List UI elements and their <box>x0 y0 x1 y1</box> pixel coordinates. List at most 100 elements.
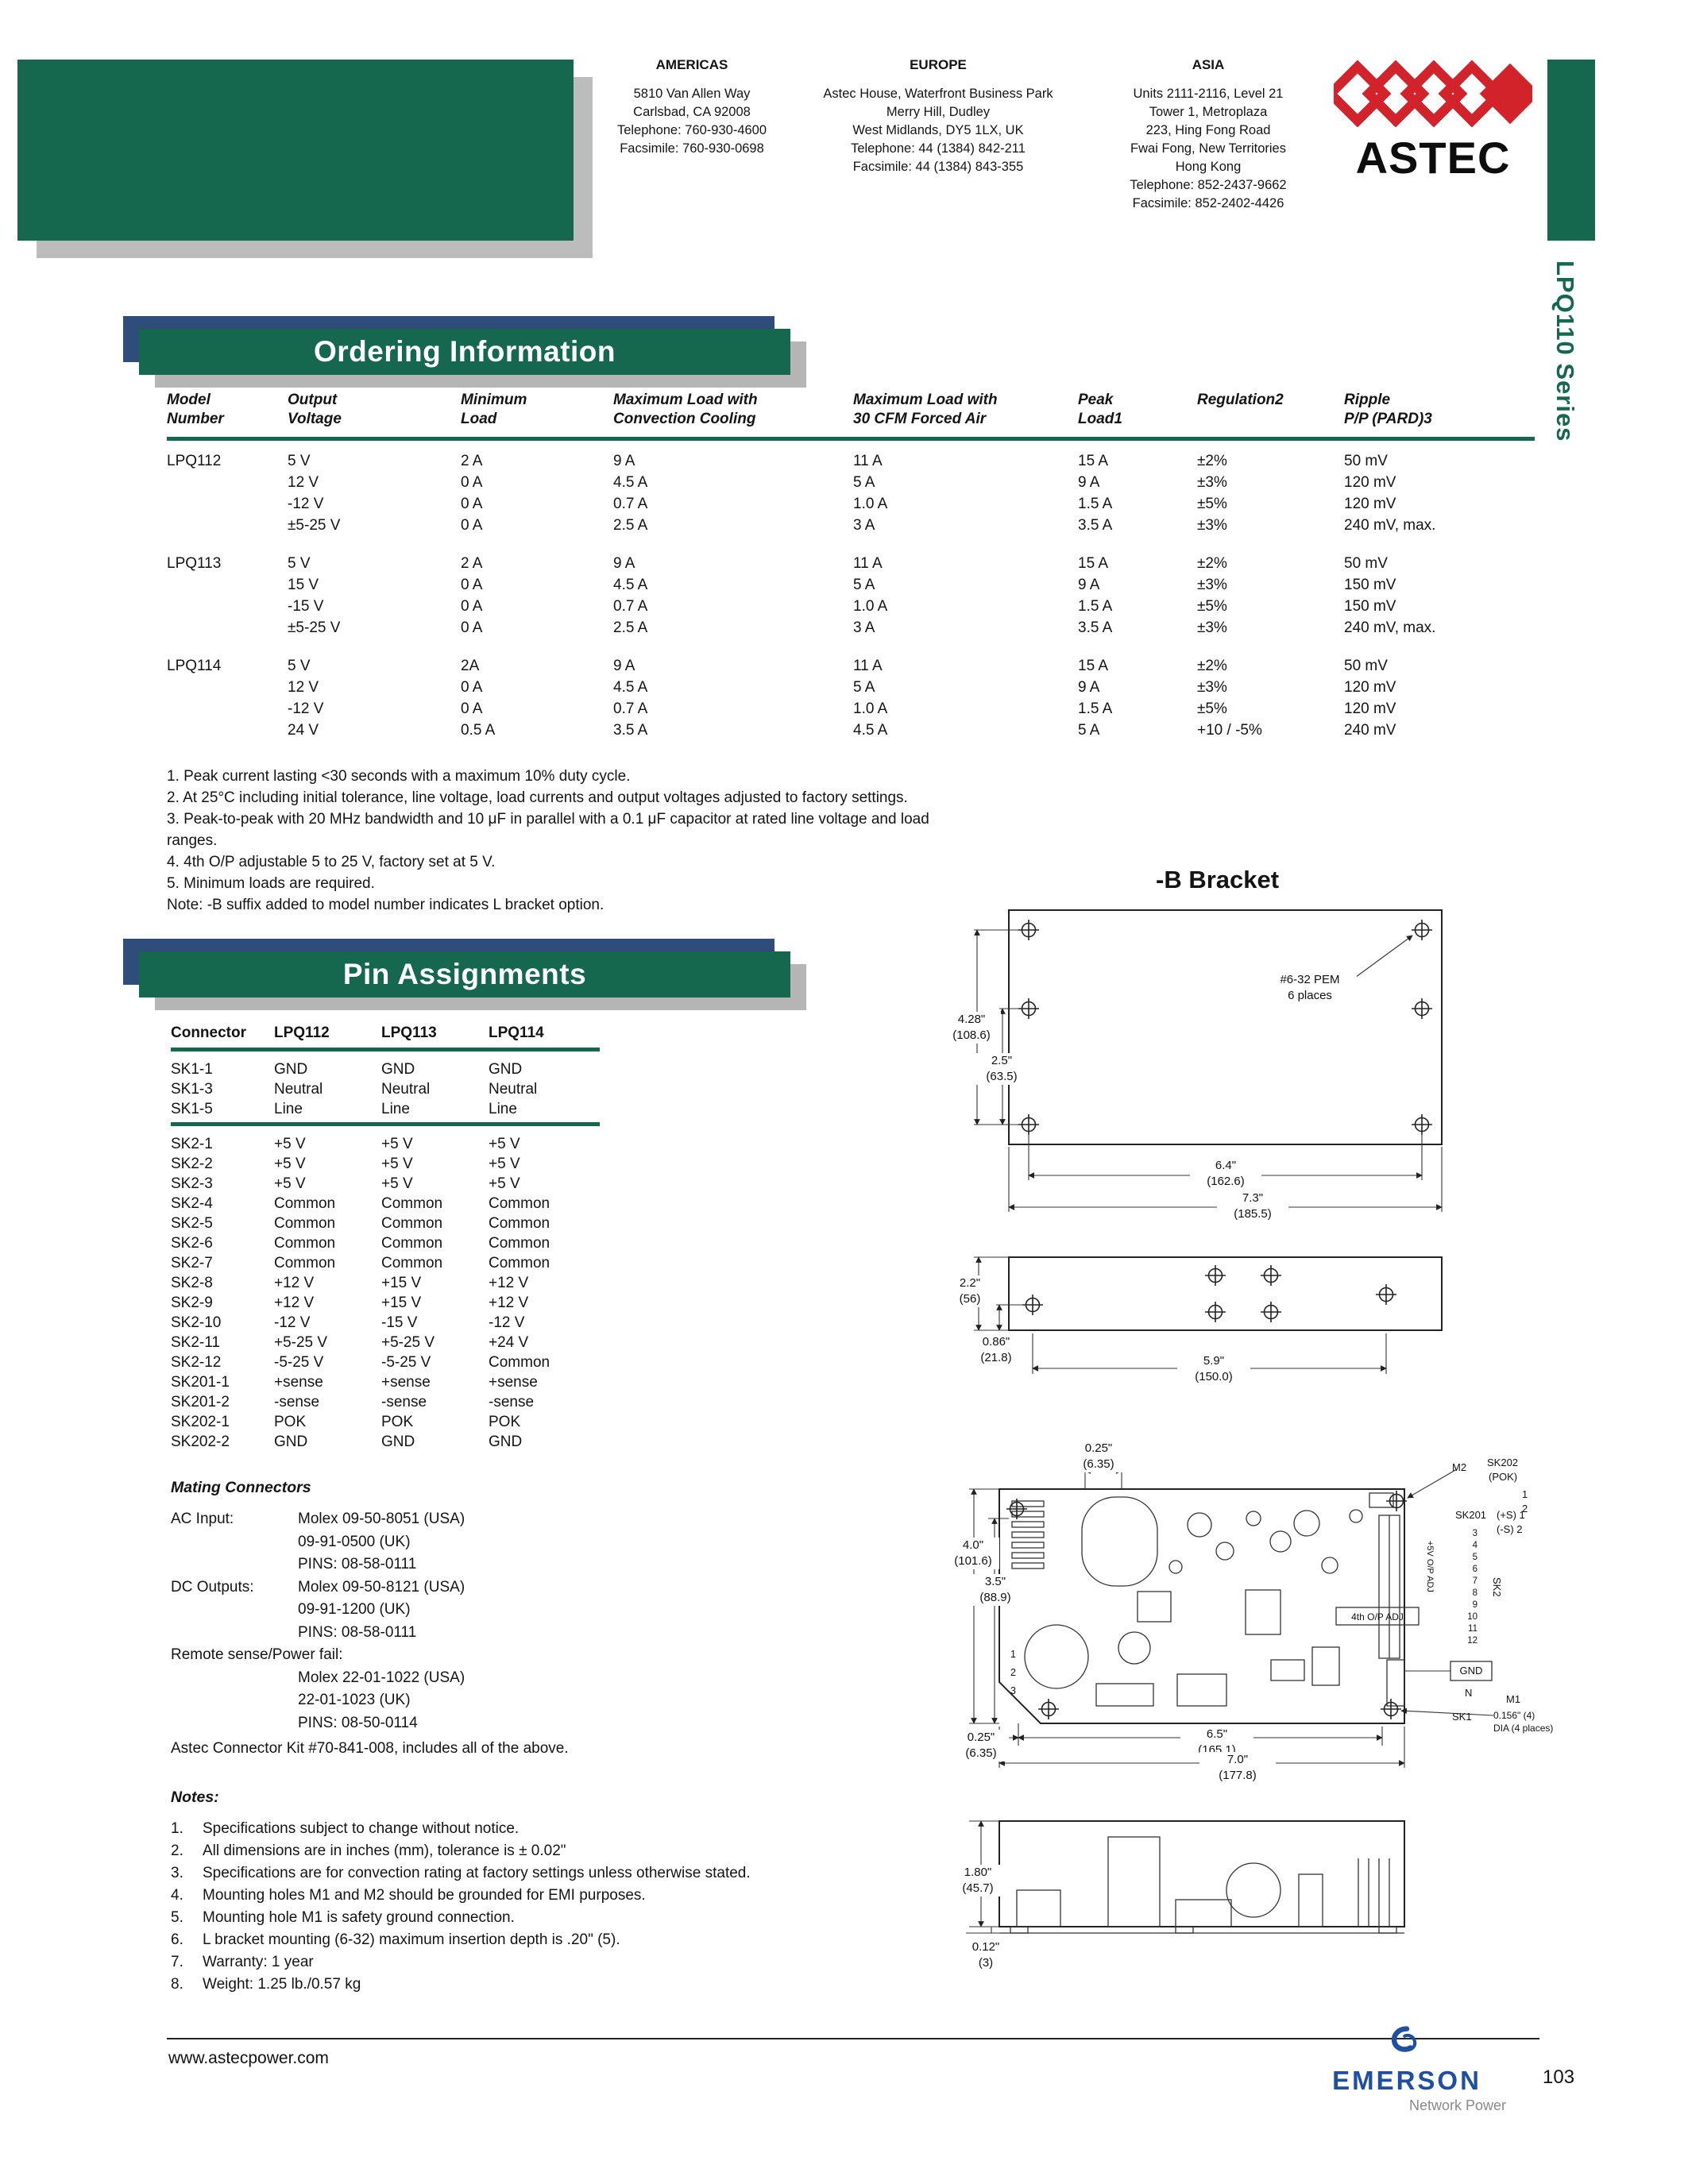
ordering-cell: 50 mV <box>1344 555 1388 572</box>
ordering-cell: 0 A <box>461 496 483 512</box>
pin-value: GND <box>489 1433 523 1450</box>
pin-connector: SK1-1 <box>171 1061 213 1078</box>
model-number: LPQ113 <box>167 555 222 572</box>
pin-value: GND <box>381 1061 415 1078</box>
ordering-cell: ±3% <box>1197 679 1227 696</box>
sk202-pin-number: 1 <box>1522 1488 1528 1500</box>
emerson-tagline: Network Power <box>1408 2097 1506 2113</box>
ordering-cell: 3.5 A <box>1078 619 1113 636</box>
ordering-cell: 11 A <box>853 555 883 572</box>
pin-connector: SK2-4 <box>171 1195 213 1212</box>
pin-value: Common <box>274 1215 336 1232</box>
footnote-note: Note: -B suffix added to model number in… <box>167 897 605 913</box>
screw-hole-icon <box>1018 919 1040 941</box>
pin-value: Neutral <box>274 1081 323 1098</box>
office-line: Tower 1, Metroplaza <box>1149 105 1268 119</box>
ordering-cell: 15 A <box>1078 555 1109 572</box>
mating-rows: AC Input:Molex 09-50-8051 (USA)09-91-050… <box>171 1508 774 1734</box>
dim-pcb-hole-height: 3.5" (88.9) <box>969 1574 1022 1606</box>
note-number: 8. <box>171 1976 183 1993</box>
dim-pcb-overall-width: 7.0" (177.8) <box>1199 1752 1276 1784</box>
pin-value: +5 V <box>381 1136 413 1152</box>
office-line: Facsimile: 44 (1384) 843-355 <box>852 160 1024 174</box>
model-number <box>167 574 288 596</box>
screw-hole-icon <box>1018 997 1040 1020</box>
pin-value: +5 V <box>381 1156 413 1172</box>
m2-label: M2 <box>1452 1461 1467 1473</box>
footer-rule <box>167 2038 1539 2039</box>
office-line: Facsimile: 760-930-0698 <box>620 141 764 156</box>
note-row: 8.Weight: 1.25 lb./0.57 kg <box>171 1974 886 1996</box>
note-row: 6.L bracket mounting (6-32) maximum inse… <box>171 1929 886 1951</box>
sk2-pin-number: 10 <box>1467 1612 1477 1622</box>
ordering-cell: 15 A <box>1078 453 1109 469</box>
mating-row: AC Input:Molex 09-50-8051 (USA) <box>171 1508 774 1531</box>
office-line: Units 2111-2116, Level 21 <box>1133 87 1284 101</box>
ordering-cell: 120 mV <box>1344 474 1396 491</box>
mating-row: Remote sense/Power fail: <box>171 1644 774 1667</box>
model-number <box>167 493 288 515</box>
bracket-side-view-svg <box>974 1256 1443 1374</box>
green-rule <box>167 437 1535 441</box>
pin-value: -sense <box>274 1394 320 1410</box>
screw-hole-icon <box>1260 1301 1282 1323</box>
note-text: Mounting holes M1 and M2 should be groun… <box>203 1887 646 1904</box>
sk2-pin-number: 9 <box>1472 1600 1477 1610</box>
ordering-cell: -12 V <box>288 700 324 717</box>
sk2-pin-number: 12 <box>1467 1636 1477 1646</box>
pin-value: Common <box>489 1215 550 1232</box>
ordering-cell: 9 A <box>1078 474 1100 491</box>
ordering-cell: 5 A <box>853 474 875 491</box>
adj5-label: +5V O/P ADJ <box>1425 1541 1435 1592</box>
pin-value: +15 V <box>381 1295 422 1311</box>
pin-row: SK2-8+12 V+15 V+12 V <box>171 1273 616 1293</box>
ordering-cell: ±5% <box>1197 598 1227 615</box>
pin-value: +12 V <box>274 1275 315 1291</box>
ordering-cell: -12 V <box>288 496 324 512</box>
model-number <box>167 472 288 493</box>
website-link[interactable]: www.astecpower.com <box>168 2049 329 2067</box>
screw-hole-icon <box>1380 1698 1402 1720</box>
ordering-title: Ordering Information <box>314 335 616 368</box>
model-number: LPQ112 <box>167 453 222 469</box>
drawing-bracket-side-view: 2.2" (56) 0.86" (21.8) 5.9" (150.0) <box>937 1237 1477 1408</box>
pin-value: +sense <box>489 1374 538 1391</box>
ordering-cell: 5 V <box>288 453 311 469</box>
ordering-cell: 5 V <box>288 658 311 674</box>
ordering-cell: 4.5 A <box>613 679 648 696</box>
ordering-cell: 15 A <box>1078 658 1109 674</box>
sk2-pin-number: 5 <box>1472 1553 1477 1562</box>
pin-connector: SK2-6 <box>171 1235 213 1252</box>
pin-value: +12 V <box>489 1275 529 1291</box>
bracket-top-view-svg <box>974 909 1443 1212</box>
note-number: 5. <box>171 1909 183 1926</box>
note-row: 1.Specifications subject to change witho… <box>171 1818 886 1840</box>
pin-value: GND <box>381 1433 415 1450</box>
note-text: Mounting hole M1 is safety ground connec… <box>203 1909 515 1926</box>
ordering-cell: 3 A <box>853 517 875 534</box>
pin-column-header: Connector <box>171 1024 246 1041</box>
ordering-cell: 120 mV <box>1344 700 1396 717</box>
dim-bracket-height: 4.28" (108.6) <box>942 1012 1001 1044</box>
pin-connector: SK1-5 <box>171 1101 213 1117</box>
pin-connector: SK202-2 <box>171 1433 230 1450</box>
pin-row: SK201-2-sense-sense-sense <box>171 1392 616 1412</box>
ordering-cell: ±2% <box>1197 453 1227 469</box>
pin-connector: SK201-1 <box>171 1374 230 1391</box>
footnote: 4. 4th O/P adjustable 5 to 25 V, factory… <box>167 854 496 870</box>
ordering-cell: 9 A <box>613 453 635 469</box>
ordering-column-header: Minimum Load <box>461 392 527 427</box>
dim-side-hole-height: 0.86" (21.8) <box>964 1334 1028 1366</box>
ordering-cell: 5 A <box>853 577 875 593</box>
ordering-cell: 2 A <box>461 453 483 469</box>
ordering-cell: 1.5 A <box>1078 700 1113 717</box>
